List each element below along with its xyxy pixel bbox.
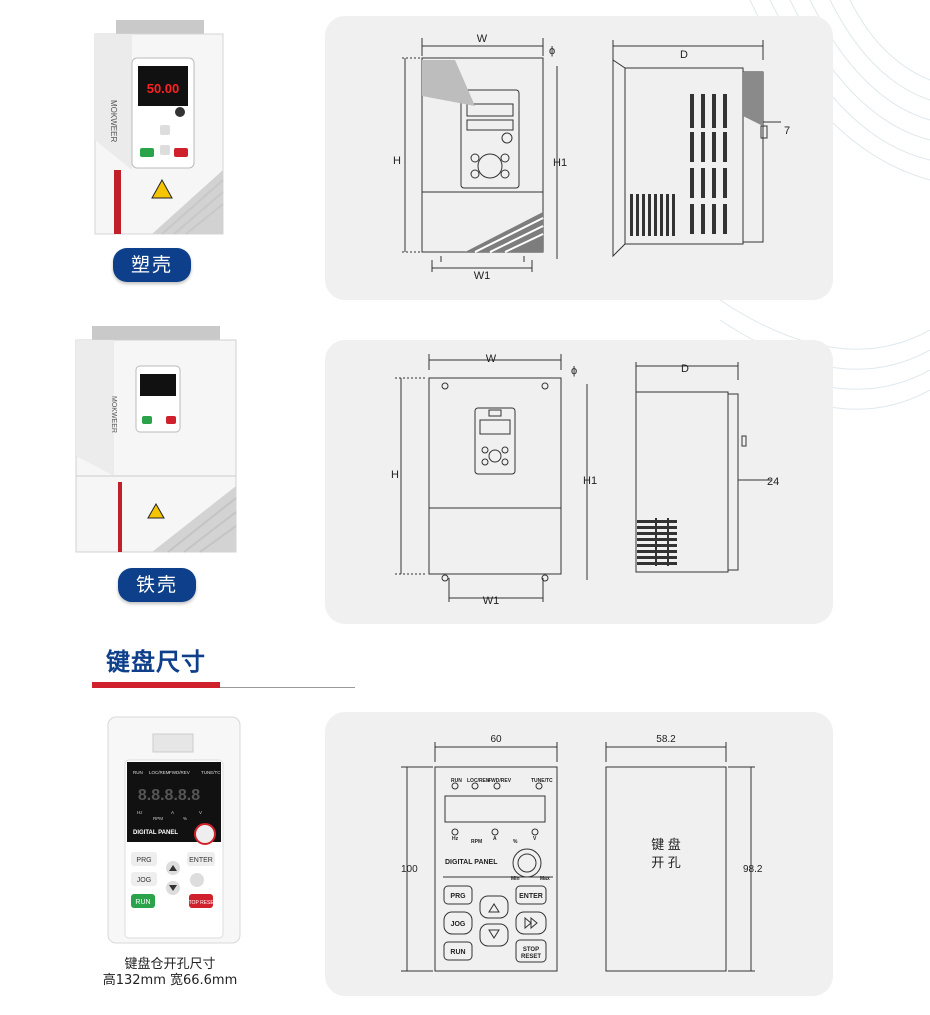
kb-btn-jog: JOG xyxy=(451,921,466,928)
cutout-label-2: 开 孔 xyxy=(651,855,681,870)
iron-dim-w: W xyxy=(486,353,497,365)
iron-case-label: 铁壳 xyxy=(118,568,196,602)
photo-unit-rpm: RPM xyxy=(153,816,163,821)
plastic-dim-h: H xyxy=(393,155,401,167)
kb-dim-height: 100 xyxy=(401,864,418,875)
photo-btn-jog: JOG xyxy=(137,877,151,884)
cutout-label-1: 键 盘 xyxy=(651,837,681,852)
plastic-case-label: 塑壳 xyxy=(113,248,191,282)
iron-dim-d: D xyxy=(681,363,689,375)
kb-btn-run: RUN xyxy=(450,949,465,956)
iron-dim-h: H xyxy=(391,469,399,481)
plastic-dim-w1: W1 xyxy=(474,270,491,282)
plastic-dim-side: 7 xyxy=(784,125,790,137)
iron-case-drawing: W ϕ H H1 W1 D 24 xyxy=(391,353,779,607)
cutout-dim-height: 98.2 xyxy=(743,864,763,875)
cutout-dim-width: 58.2 xyxy=(656,734,676,745)
iron-dim-phi: ϕ xyxy=(571,365,577,377)
plastic-photo-brand: MOKWEER xyxy=(109,100,118,142)
kb-ind-fwdrev: FWD/REV xyxy=(488,778,512,784)
photo-btn-enter: ENTER xyxy=(189,857,213,864)
plastic-dim-w: W xyxy=(477,33,488,45)
kb-unit-a: A xyxy=(493,836,497,842)
iron-dim-h1: H1 xyxy=(583,475,597,487)
photo-ind-run: RUN xyxy=(133,770,143,775)
kb-ind-tune: TUNE/TC xyxy=(531,778,553,784)
iron-case-photo: MOKWEER xyxy=(75,326,237,553)
plastic-dim-h1: H1 xyxy=(553,157,567,169)
keyboard-drawing: 60 100 58.2 98.2 键 盘 开 孔 RUN LOC/REM FWD… xyxy=(401,734,763,972)
photo-ind-tune: TUNE/TC xyxy=(201,770,221,775)
iron-dim-side: 24 xyxy=(767,476,779,488)
photo-ind-locrem: LOC/REM xyxy=(149,770,170,775)
plastic-photo-display: 50.00 xyxy=(147,81,180,96)
plastic-case-drawing-panel: W ϕ H H1 W1 D 7 xyxy=(325,16,833,300)
keyboard-photo: RUN LOC/REM FWD/REV TUNE/TC 8.8.8.8.8 Hz… xyxy=(107,716,241,944)
kb-unit-rpm: RPM xyxy=(471,839,482,845)
kb-knob-max: Max xyxy=(540,876,550,882)
cutout-caption-line2: 高132mm 宽66.6mm xyxy=(102,973,238,988)
iron-photo-brand: MOKWEER xyxy=(110,396,117,433)
photo-unit-a: A xyxy=(171,810,174,815)
kb-panel-title: DIGITAL PANEL xyxy=(445,859,498,866)
photo-unit-v: V xyxy=(199,810,202,815)
title-underline-red xyxy=(92,682,220,688)
section-title: 键盘尺寸 xyxy=(106,648,206,676)
kb-btn-stop: STOP xyxy=(523,947,539,953)
keyboard-drawing-panel: 60 100 58.2 98.2 键 盘 开 孔 RUN LOC/REM FWD… xyxy=(325,712,833,996)
photo-unit-pct: % xyxy=(183,816,187,821)
plastic-dim-phi: ϕ xyxy=(549,45,555,57)
kb-dim-width: 60 xyxy=(490,734,502,745)
photo-panel-title: DIGITAL PANEL xyxy=(133,830,178,836)
photo-display: 8.8.8.8.8 xyxy=(138,787,200,804)
kb-ind-locrem: LOC/REM xyxy=(467,778,490,784)
plastic-case-photo: 50.00 MOKWEER xyxy=(94,20,224,235)
kb-btn-reset: RESET xyxy=(521,954,541,960)
iron-dim-w1: W1 xyxy=(483,595,500,607)
photo-btn-run: RUN xyxy=(135,899,150,906)
kb-unit-hz: Hz xyxy=(452,836,459,842)
plastic-case-drawing: W ϕ H H1 W1 D 7 xyxy=(393,33,790,282)
title-underline-gray xyxy=(220,687,355,688)
photo-btn-prg: PRG xyxy=(136,857,151,864)
kb-unit-v: V xyxy=(533,836,537,842)
plastic-dim-d: D xyxy=(680,49,688,61)
kb-unit-pct: % xyxy=(513,839,518,845)
iron-case-drawing-panel: W ϕ H H1 W1 D 24 xyxy=(325,340,833,624)
kb-btn-prg: PRG xyxy=(450,893,466,900)
cutout-caption-line1: 键盘仓开孔尺寸 xyxy=(124,957,216,972)
photo-ind-fwdrev: FWD/REV xyxy=(169,770,190,775)
photo-unit-hz: Hz xyxy=(137,810,143,815)
kb-ind-run: RUN xyxy=(451,778,462,784)
kb-knob-min: Min xyxy=(511,876,520,882)
photo-btn-stop: STOP RESET xyxy=(185,900,217,906)
kb-btn-enter: ENTER xyxy=(519,893,543,900)
